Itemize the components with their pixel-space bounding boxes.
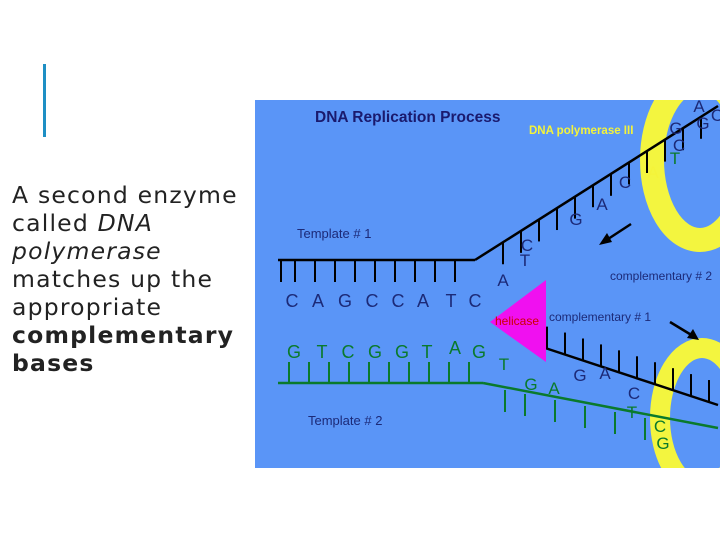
template-2-base: G — [395, 342, 409, 362]
template-2-base: G — [368, 342, 382, 362]
template-1-base: A — [312, 291, 324, 311]
lower-strand-base: A — [548, 379, 560, 398]
template-1-label: Template # 1 — [297, 226, 371, 241]
template-1-base: G — [338, 291, 352, 311]
template-1-base: C — [286, 291, 299, 311]
lower-strand-base: G — [656, 434, 669, 453]
lower-strand-base: A — [599, 364, 611, 383]
lower-fork-strand-black — [532, 342, 719, 407]
lower-strand-ticks — [504, 326, 710, 440]
template-2-base: T — [422, 342, 433, 362]
upper-strand-base: A — [596, 195, 608, 214]
polymerase-ring-upper — [640, 100, 720, 252]
text-part-1: A second enzyme called — [12, 181, 238, 237]
arrow-to-complementary-1 — [669, 320, 694, 338]
template-1-base: C — [392, 291, 405, 311]
template-1-base: T — [446, 291, 457, 311]
template-2-base: G — [287, 342, 301, 362]
upper-strand-base: C — [711, 106, 720, 125]
helicase-wedge — [490, 280, 546, 362]
diagram-title: DNA Replication Process — [315, 109, 500, 126]
upper-strand-base: A — [693, 100, 705, 116]
lower-strand-base: T — [499, 355, 509, 374]
upper-strand-base: C — [619, 173, 631, 192]
upper-fork-strand — [474, 104, 719, 262]
template-1-base: A — [417, 291, 429, 311]
upper-strand-base: C — [673, 136, 685, 155]
upper-strand-ticks — [502, 116, 702, 265]
text-part-3: matches up the appropriate — [12, 265, 214, 321]
template-2-ticks — [288, 362, 470, 383]
template-2-base: A — [449, 338, 461, 358]
arrow-head-complementary-1 — [687, 329, 699, 340]
template-2-base: C — [342, 342, 355, 362]
lower-strand-base: C — [654, 417, 666, 436]
lower-strand-base: C — [628, 384, 640, 403]
template-2-label: Template # 2 — [308, 413, 382, 428]
upper-strand-base: G — [696, 114, 709, 133]
complementary-1-label: complementary # 1 — [549, 310, 651, 324]
template-2-base: G — [472, 342, 486, 362]
text-complementary-bases: complementary bases — [12, 321, 235, 377]
accent-bar — [43, 64, 46, 137]
slide-body-text: A second enzyme called DNA polymerase ma… — [12, 181, 257, 377]
template-2-base: T — [317, 342, 328, 362]
helicase-label: helicase — [495, 314, 539, 328]
upper-strand-base: T — [520, 251, 530, 270]
template-1-base: C — [366, 291, 379, 311]
dna-replication-diagram: DNA Replication Process DNA polymerase I… — [255, 100, 720, 468]
upper-strand-base: A — [497, 271, 509, 290]
lower-strand-base: T — [627, 403, 637, 422]
lower-fork-strand-green — [482, 381, 719, 430]
template-1-base: C — [469, 291, 482, 311]
upper-strand-base: A — [647, 163, 659, 182]
polymerase-label: DNA polymerase III — [529, 125, 633, 137]
arrow-head-complementary-2 — [599, 233, 612, 245]
lower-strand-base: G — [573, 366, 586, 385]
lower-strand-base: G — [524, 375, 537, 394]
template-1-ticks — [280, 260, 456, 282]
text-dna-polymerase: DNA polymerase — [12, 209, 162, 265]
upper-strand-base: T — [670, 149, 680, 168]
upper-strand-base: C — [521, 236, 533, 255]
upper-strand-base: G — [569, 210, 582, 229]
complementary-2-label: complementary # 2 — [610, 269, 712, 283]
upper-strand-base: G — [669, 119, 682, 138]
